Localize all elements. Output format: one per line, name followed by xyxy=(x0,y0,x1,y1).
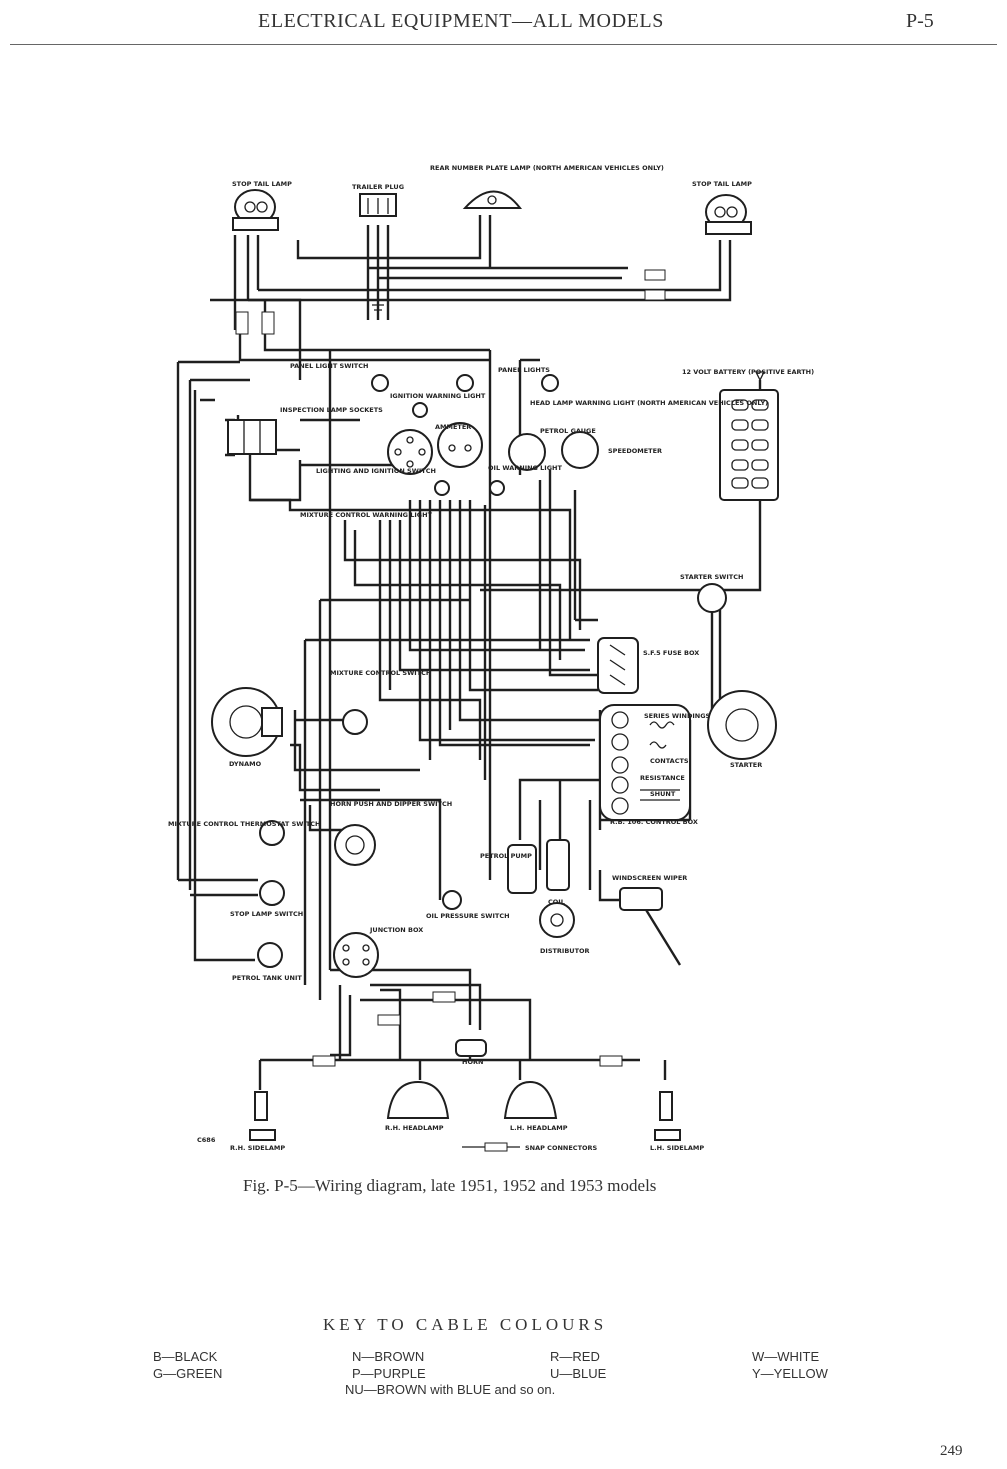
key-entry-yellow: Y—YELLOW xyxy=(752,1366,828,1381)
label-trailer-plug: TRAILER PLUG xyxy=(352,183,404,191)
component-starter xyxy=(707,690,777,760)
label-oil-pressure-switch: OIL PRESSURE SWITCH xyxy=(426,912,510,920)
label-stop-tail-lamp-left: STOP TAIL LAMP xyxy=(232,180,292,188)
label-panel-light-switch: PANEL LIGHT SWITCH xyxy=(290,362,368,370)
label-dynamo: DYNAMO xyxy=(229,760,262,768)
component-petrol-tank-unit xyxy=(257,942,283,968)
label-battery: 12 VOLT BATTERY (POSITIVE EARTH) xyxy=(682,368,814,376)
label-starter: STARTER xyxy=(730,761,762,769)
label-control-box: R.B. 106. CONTROL BOX xyxy=(610,818,698,826)
label-stop-tail-lamp-right: STOP TAIL LAMP xyxy=(692,180,752,188)
component-mixture-control-thermostat-switch xyxy=(259,820,285,846)
label-coil: COIL xyxy=(548,898,565,906)
component-windscreen-wiper xyxy=(619,887,663,911)
key-entry-red: R—RED xyxy=(550,1349,600,1364)
key-entry-green: G—GREEN xyxy=(153,1366,223,1381)
label-starter-switch: STARTER SWITCH xyxy=(680,573,743,581)
label-mixture-control-switch: MIXTURE CONTROL SWITCH xyxy=(330,669,431,677)
label-ammeter: AMMETER xyxy=(435,423,471,431)
label-speedometer: SPEEDOMETER xyxy=(608,447,662,455)
component-dynamo xyxy=(211,687,283,757)
component-oil-pressure-switch xyxy=(442,890,462,910)
component-panel-lights xyxy=(371,374,559,418)
label-petrol-tank-unit: PETROL TANK UNIT xyxy=(232,974,302,982)
header-rule xyxy=(10,44,997,45)
label-junction-box: JUNCTION BOX xyxy=(369,926,423,934)
key-entry-black: B—BLACK xyxy=(153,1349,218,1364)
component-control-box xyxy=(599,704,691,821)
component-horn xyxy=(455,1039,487,1057)
component-ammeter xyxy=(437,422,483,468)
wiring-diagram: STOP TAIL LAMP TRAILER PLUG REAR NUMBER … xyxy=(168,164,814,1152)
label-oil-warning-light: OIL WARNING LIGHT xyxy=(488,464,562,472)
component-stop-lamp-switch xyxy=(259,880,285,906)
component-rear-number-plate-lamp xyxy=(462,190,523,209)
label-rh-sidelamp: R.H. SIDELAMP xyxy=(230,1144,285,1152)
component-rh-sidelamp xyxy=(249,1091,276,1141)
label-resistance: RESISTANCE xyxy=(640,774,685,782)
label-horn-push-dipper-switch: HORN PUSH AND DIPPER SWITCH xyxy=(330,800,452,808)
key-column-3: R—RED U—BLUE xyxy=(550,1348,606,1382)
key-column-1: B—BLACK G—GREEN xyxy=(153,1348,222,1382)
label-panel-lights: PANEL LIGHTS xyxy=(498,366,550,374)
component-coil xyxy=(546,839,570,891)
label-shunt: SHUNT xyxy=(650,790,676,798)
diagram-code: C686 xyxy=(197,1136,216,1144)
component-lh-sidelamp xyxy=(654,1091,681,1141)
label-lighting-ignition-switch: LIGHTING AND IGNITION SWITCH xyxy=(316,467,436,475)
component-battery xyxy=(719,371,779,501)
component-stop-tail-lamp-right xyxy=(705,194,752,235)
label-series-windings: SERIES WINDINGS xyxy=(644,712,711,720)
component-lighting-ignition-switch xyxy=(387,429,433,475)
page-section-ref: P-5 xyxy=(906,10,934,32)
label-inspection-lamp-sockets: INSPECTION LAMP SOCKETS xyxy=(280,406,383,414)
component-junction-box xyxy=(333,932,379,978)
key-entry-white: W—WHITE xyxy=(752,1349,820,1364)
label-ignition-warning-light: IGNITION WARNING LIGHT xyxy=(390,392,486,400)
snap-connector-symbols xyxy=(235,269,666,1152)
component-inspection-lamp-sockets xyxy=(227,419,277,455)
key-title: KEY TO CABLE COLOURS xyxy=(323,1315,608,1334)
label-stop-lamp-switch: STOP LAMP SWITCH xyxy=(230,910,303,918)
component-mixture-control-switch xyxy=(342,709,368,735)
label-distributor: DISTRIBUTOR xyxy=(540,947,590,955)
label-mixture-control-warning-light: MIXTURE CONTROL WARNING LIGHT xyxy=(300,511,433,519)
key-entry-blue: U—BLUE xyxy=(550,1366,607,1381)
component-warning-lights xyxy=(434,480,505,496)
label-head-lamp-warning-light: HEAD LAMP WARNING LIGHT (NORTH AMERICAN … xyxy=(530,399,768,407)
key-note: NU—BROWN with BLUE and so on. xyxy=(345,1382,556,1397)
component-petrol-gauge xyxy=(508,433,546,471)
label-petrol-gauge: PETROL GAUGE xyxy=(540,427,596,435)
component-starter-switch xyxy=(697,583,727,613)
component-distributor xyxy=(539,902,575,938)
figure-caption: Fig. P-5—Wiring diagram, late 1951, 1952… xyxy=(243,1176,657,1195)
page-number: 249 xyxy=(940,1443,963,1459)
label-mixture-control-thermostat-switch: MIXTURE CONTROL THERMOSTAT SWITCH xyxy=(168,820,320,828)
component-trailer-plug xyxy=(359,193,397,311)
component-petrol-pump xyxy=(507,844,537,894)
label-rear-number-plate-lamp: REAR NUMBER PLATE LAMP (NORTH AMERICAN V… xyxy=(430,164,664,172)
key-entry-brown: N—BROWN xyxy=(352,1349,425,1364)
key-column-2: N—BROWN P—PURPLE xyxy=(352,1348,426,1382)
component-rh-headlamp xyxy=(386,1080,450,1119)
label-fuse-box: S.F.5 FUSE BOX xyxy=(643,649,699,657)
label-contacts: CONTACTS xyxy=(650,757,689,765)
component-fuse-box xyxy=(597,637,639,694)
key-column-4: W—WHITE Y—YELLOW xyxy=(752,1348,828,1382)
component-lh-headlamp xyxy=(503,1080,558,1119)
label-lh-sidelamp: L.H. SIDELAMP xyxy=(650,1144,704,1152)
label-petrol-pump: PETROL PUMP xyxy=(480,852,532,860)
key-entry-purple: P—PURPLE xyxy=(352,1366,426,1381)
component-horn-push-dipper-switch xyxy=(334,824,376,866)
component-stop-tail-lamp-left xyxy=(232,189,279,231)
label-windscreen-wiper: WINDSCREEN WIPER xyxy=(612,874,687,882)
component-speedometer xyxy=(561,431,599,469)
label-snap-connectors: SNAP CONNECTORS xyxy=(525,1144,598,1152)
label-horn: HORN xyxy=(462,1058,483,1066)
page-header-title: ELECTRICAL EQUIPMENT—ALL MODELS xyxy=(258,10,664,32)
label-rh-headlamp: R.H. HEADLAMP xyxy=(385,1124,444,1132)
label-lh-headlamp: L.H. HEADLAMP xyxy=(510,1124,568,1132)
